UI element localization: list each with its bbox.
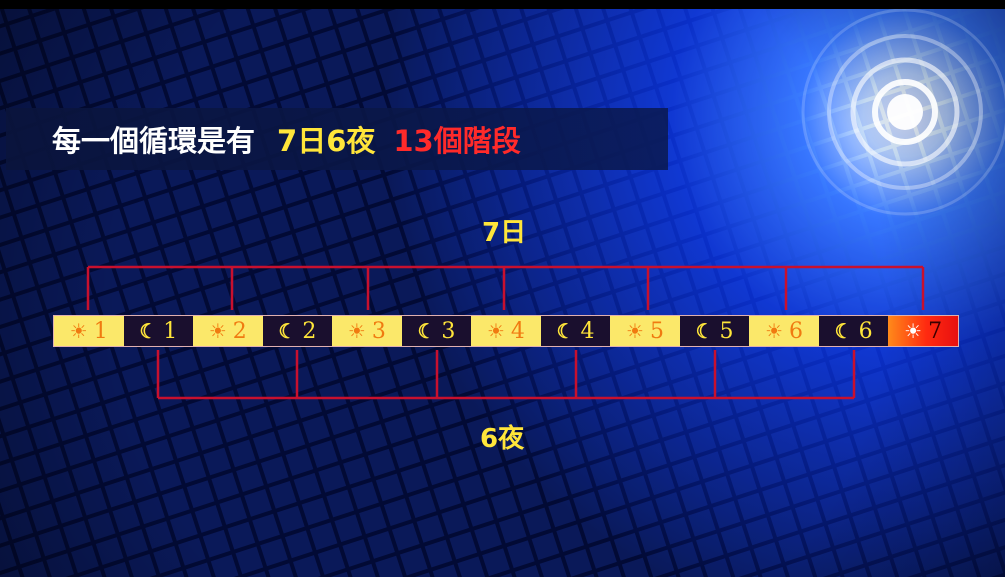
segment-number: 2 (302, 318, 317, 344)
moon-icon: ☾ (556, 319, 575, 343)
segment-number: 6 (858, 318, 873, 344)
cycle-timeline: ☀1☾1☀2☾2☀3☾3☀4☾4☀5☾5☀6☾6☀7 (53, 315, 959, 347)
moon-icon: ☾ (139, 319, 158, 343)
day-segment: ☀6 (749, 316, 819, 346)
moon-icon: ☾ (695, 319, 714, 343)
sun-icon: ☀ (69, 319, 88, 343)
nights-label: 6夜 (480, 424, 525, 454)
days-label: 7日 (482, 218, 527, 248)
segment-number: 5 (649, 318, 664, 344)
sun-icon: ☀ (347, 319, 366, 343)
sun-icon: ☀ (486, 319, 505, 343)
segment-number: 6 (789, 318, 804, 344)
sun-icon: ☀ (765, 319, 784, 343)
segment-number: 7 (928, 318, 943, 344)
day-segment: ☀4 (471, 316, 541, 346)
sun-icon: ☀ (208, 319, 227, 343)
day-segment: ☀1 (54, 316, 124, 346)
night-segment: ☾4 (540, 316, 611, 346)
segment-number: 1 (163, 318, 178, 344)
title-stages: 13個階段 (393, 124, 521, 158)
light-rings (801, 8, 1005, 216)
moon-icon: ☾ (278, 319, 297, 343)
sun-icon: ☀ (626, 319, 644, 343)
segment-number: 4 (510, 318, 525, 344)
days-bracket (86, 265, 925, 310)
night-segment: ☾6 (818, 316, 889, 346)
moon-icon: ☾ (417, 319, 436, 343)
segment-number: 3 (371, 318, 386, 344)
day-segment: ☀3 (332, 316, 402, 346)
day-segment: ☀2 (193, 316, 263, 346)
segment-number: 1 (93, 318, 108, 344)
nights-bracket (156, 350, 856, 400)
top-black-bar (0, 0, 1005, 9)
night-segment: ☾5 (679, 316, 750, 346)
title-band (6, 108, 668, 170)
title-main-text: 每一個循環是有 (52, 124, 256, 158)
final-day-segment: ☀7 (888, 316, 958, 346)
segment-number: 3 (441, 318, 456, 344)
night-segment: ☾1 (123, 316, 194, 346)
slide-title: 每一個循環是有 7日6夜 13個階段 (52, 118, 521, 160)
day-segment: ☀5 (610, 316, 680, 346)
segment-number: 4 (580, 318, 595, 344)
title-days-nights: 7日6夜 (277, 124, 376, 158)
segment-number: 5 (719, 318, 734, 344)
moon-icon: ☾ (834, 319, 853, 343)
night-segment: ☾2 (262, 316, 333, 346)
night-segment: ☾3 (401, 316, 472, 346)
segment-number: 2 (232, 318, 247, 344)
sun-icon: ☀ (904, 319, 923, 343)
